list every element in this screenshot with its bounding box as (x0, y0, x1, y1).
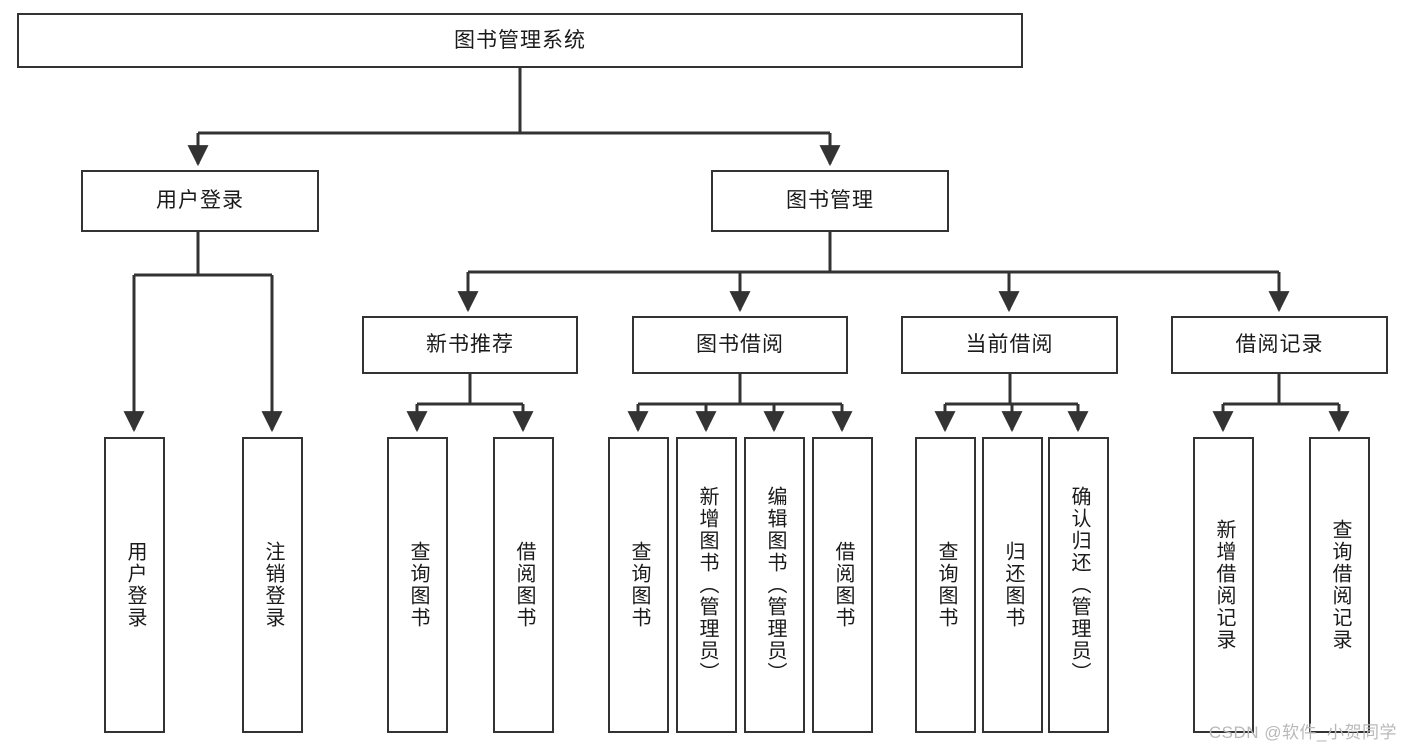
node-leaf-borrow-query-book-label: 查询图书 (628, 541, 650, 629)
node-root[interactable]: 图书管理系统 (17, 13, 1023, 68)
watermark-text: CSDN @软件_小贺同学 (1208, 723, 1397, 742)
node-book-borrow[interactable]: 图书借阅 (632, 316, 848, 374)
node-leaf-rec-query-book-label: 查询图书 (407, 541, 429, 629)
node-book-manage-label: 图书管理 (786, 189, 874, 213)
node-leaf-user-logout-label: 注销登录 (262, 541, 284, 629)
node-leaf-rec-query-book[interactable]: 查询图书 (387, 437, 448, 733)
node-leaf-query-borrow-record[interactable]: 查询借阅记录 (1309, 437, 1370, 733)
node-leaf-query-borrow-record-label: 查询借阅记录 (1329, 519, 1351, 651)
node-new-book-rec-label: 新书推荐 (426, 333, 514, 357)
node-leaf-rec-borrow-book[interactable]: 借阅图书 (493, 437, 554, 733)
node-leaf-cur-query-book[interactable]: 查询图书 (915, 437, 976, 733)
node-user-login[interactable]: 用户登录 (81, 170, 319, 232)
node-leaf-user-login[interactable]: 用户登录 (104, 437, 165, 733)
node-leaf-confirm-return-admin-label: 确认归还（管理员） (1068, 486, 1090, 684)
node-leaf-borrow-book-label: 借阅图书 (832, 541, 854, 629)
node-leaf-rec-borrow-book-label: 借阅图书 (513, 541, 535, 629)
node-leaf-edit-book-admin-label: 编辑图书（管理员） (764, 486, 786, 684)
node-borrow-record-label: 借阅记录 (1235, 333, 1324, 357)
node-borrow-record[interactable]: 借阅记录 (1171, 316, 1388, 374)
node-leaf-user-logout[interactable]: 注销登录 (242, 437, 303, 733)
node-leaf-add-borrow-record-label: 新增借阅记录 (1213, 519, 1235, 651)
node-current-borrow-label: 当前借阅 (965, 333, 1054, 357)
node-leaf-return-book-label: 归还图书 (1002, 541, 1024, 629)
node-leaf-edit-book-admin[interactable]: 编辑图书（管理员） (744, 437, 805, 733)
node-book-borrow-label: 图书借阅 (696, 333, 784, 357)
node-book-manage[interactable]: 图书管理 (711, 170, 949, 232)
node-new-book-rec[interactable]: 新书推荐 (362, 316, 578, 374)
node-leaf-cur-query-book-label: 查询图书 (935, 541, 957, 629)
node-current-borrow[interactable]: 当前借阅 (901, 316, 1118, 374)
node-leaf-add-book-admin-label: 新增图书（管理员） (696, 486, 718, 684)
node-leaf-borrow-query-book[interactable]: 查询图书 (608, 437, 669, 733)
node-leaf-return-book[interactable]: 归还图书 (982, 437, 1043, 733)
node-leaf-add-borrow-record[interactable]: 新增借阅记录 (1193, 437, 1254, 733)
node-user-login-label: 用户登录 (156, 189, 244, 213)
node-leaf-add-book-admin[interactable]: 新增图书（管理员） (676, 437, 737, 733)
node-root-label: 图书管理系统 (454, 28, 586, 52)
node-leaf-borrow-book[interactable]: 借阅图书 (812, 437, 873, 733)
node-leaf-confirm-return-admin[interactable]: 确认归还（管理员） (1048, 437, 1109, 733)
node-leaf-user-login-label: 用户登录 (124, 541, 146, 629)
